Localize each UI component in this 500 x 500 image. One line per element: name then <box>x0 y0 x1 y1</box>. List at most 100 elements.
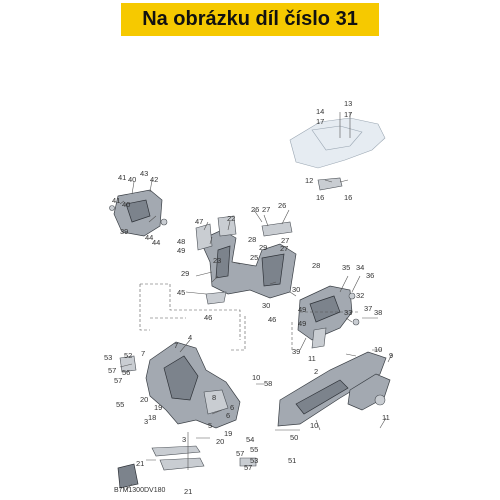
callout-11: 10 <box>252 373 260 382</box>
callout-49: 49 <box>298 319 306 328</box>
callout-2: 2 <box>314 367 318 376</box>
callout-7: 6 <box>230 403 234 412</box>
callout-6: 7 <box>141 349 145 358</box>
callout-39: 39 <box>120 227 128 236</box>
callout-17: 17 <box>344 110 352 119</box>
callout-15: 13 <box>344 99 352 108</box>
rear-fender-part <box>289 117 386 169</box>
callout-32: 33 <box>344 308 352 317</box>
callout-42: 42 <box>150 175 158 184</box>
callout-27: 27 <box>280 244 288 253</box>
callout-20: 20 <box>216 437 224 446</box>
callout-35: 36 <box>366 271 374 280</box>
dashed-guide-left <box>139 283 241 340</box>
lower-stay-part <box>117 445 257 489</box>
callout-6: 7 <box>174 341 178 350</box>
callout-44: 44 <box>152 238 160 247</box>
callout-30: 30 <box>292 285 300 294</box>
callout-41: 41 <box>112 196 120 205</box>
callout-41: 41 <box>118 173 126 182</box>
callout-51: 51 <box>288 456 296 465</box>
callout-57: 56 <box>122 368 130 377</box>
callout-3: 3 <box>182 435 186 444</box>
callout-3: 3 <box>144 417 148 426</box>
callout-10: 10 <box>374 345 382 354</box>
callout-14: 12 <box>305 176 313 185</box>
callout-17: 17 <box>316 117 324 126</box>
callout-5: 5 <box>208 421 212 430</box>
callout-43: 43 <box>140 169 148 178</box>
callout-4: 4 <box>188 333 192 342</box>
callout-7: 6 <box>226 411 230 420</box>
callout-49: 49 <box>298 305 306 314</box>
callout-40: 40 <box>122 200 130 209</box>
callout-24: 25 <box>250 253 258 262</box>
callout-29: 29 <box>181 269 189 278</box>
part-callouts: 13 14 17 17 12 16 16 41 40 43 42 41 40 3… <box>104 99 393 496</box>
callout-44: 44 <box>145 233 153 242</box>
callout-34: 35 <box>342 263 350 272</box>
callout-33: 34 <box>356 263 364 272</box>
callout-19: 19 <box>154 403 162 412</box>
callout-36: 37 <box>364 304 372 313</box>
callout-8: 8 <box>212 393 216 402</box>
callout-22: 22 <box>227 214 235 223</box>
callout-58: 57 <box>244 463 252 472</box>
callout-58: 57 <box>108 366 116 375</box>
callout-54: 53 <box>250 456 258 465</box>
callout-48: 47 <box>195 217 203 226</box>
callout-28: 29 <box>259 243 267 252</box>
callout-49: 48 <box>177 237 185 246</box>
callout-21: 21 <box>136 459 144 468</box>
callout-15: 14 <box>316 107 324 116</box>
main-frame-part <box>119 341 241 429</box>
callout-23: 23 <box>213 256 221 265</box>
callout-28: 28 <box>248 235 256 244</box>
callout-31: 32 <box>356 291 364 300</box>
drawing-code: B7M1300DV180 <box>114 487 165 494</box>
callout-9: 9 <box>389 351 393 360</box>
callout-55: 54 <box>246 435 254 444</box>
callout-27: 27 <box>281 236 289 245</box>
callout-16: 16 <box>316 193 324 202</box>
leader-lines <box>119 112 393 491</box>
callout-30: 30 <box>262 301 270 310</box>
callout-45: 45 <box>177 288 185 297</box>
callout-25: 26 <box>278 201 286 210</box>
callout-38: 39 <box>292 347 300 356</box>
callout-55: 55 <box>250 445 258 454</box>
callout-20: 20 <box>140 395 148 404</box>
callout-21: 21 <box>184 487 192 496</box>
callout-52: 52 <box>124 351 132 360</box>
bracket-14-part <box>317 177 343 191</box>
callout-26: 27 <box>262 205 270 214</box>
callout-40: 40 <box>128 175 136 184</box>
callout-13: 11 <box>308 354 316 363</box>
banner-title: Na obrázku díl číslo 31 <box>142 8 358 30</box>
callout-60: 58 <box>264 379 272 388</box>
callout-46: 46 <box>204 313 212 322</box>
dashed-guide-right <box>291 311 360 350</box>
callout-12: 11 <box>382 413 390 422</box>
title-banner: Na obrázku díl číslo 31 <box>121 3 379 36</box>
callout-11: 10 <box>310 421 318 430</box>
callout-49: 49 <box>177 246 185 255</box>
callout-59: 57 <box>236 449 244 458</box>
callout-19: 19 <box>224 429 232 438</box>
callout-27: 28 <box>312 261 320 270</box>
callout-37: 38 <box>374 308 382 317</box>
callout-50: 50 <box>290 433 298 442</box>
callout-53: 53 <box>104 353 112 362</box>
upper-left-bracket-part <box>109 189 168 237</box>
rear-arm-part <box>277 351 391 427</box>
callout-18: 18 <box>148 413 156 422</box>
right-bracket-part <box>297 285 360 349</box>
callout-47: 46 <box>268 315 276 324</box>
callout-26: 26 <box>251 205 259 214</box>
callout-16: 16 <box>344 193 352 202</box>
center-subframe-part <box>195 215 297 305</box>
callout-56: 55 <box>116 400 124 409</box>
dashed-guide-center <box>230 316 246 351</box>
callout-57: 57 <box>114 376 122 385</box>
